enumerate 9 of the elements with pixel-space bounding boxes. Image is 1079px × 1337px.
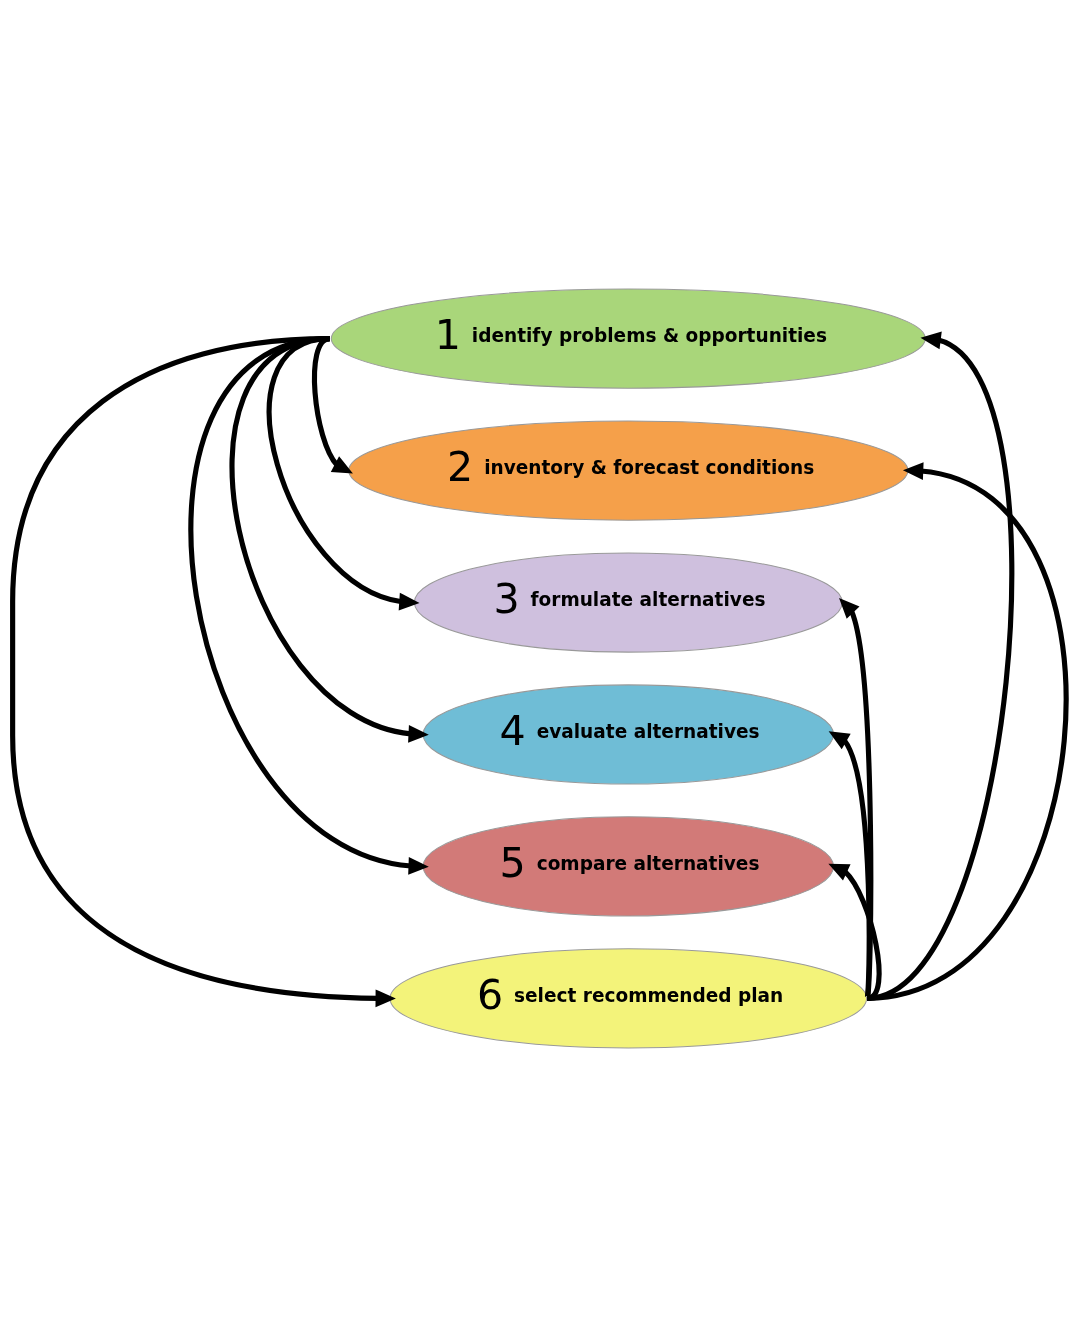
- node-ellipse: 6 select recommended plan: [389, 948, 868, 1049]
- node-ellipse: 3 formulate alternatives: [413, 552, 843, 653]
- node-ellipse: 5 compare alternatives: [422, 816, 834, 917]
- node-ellipse: 4 evaluate alternatives: [422, 684, 834, 785]
- arrow: [10, 336, 396, 1008]
- arrow: [828, 731, 872, 999]
- arrow: [839, 597, 874, 999]
- node-ellipse: 1 identify problems & opportunities: [330, 288, 926, 389]
- node-ellipse: 2 inventory & forecast conditions: [348, 420, 909, 521]
